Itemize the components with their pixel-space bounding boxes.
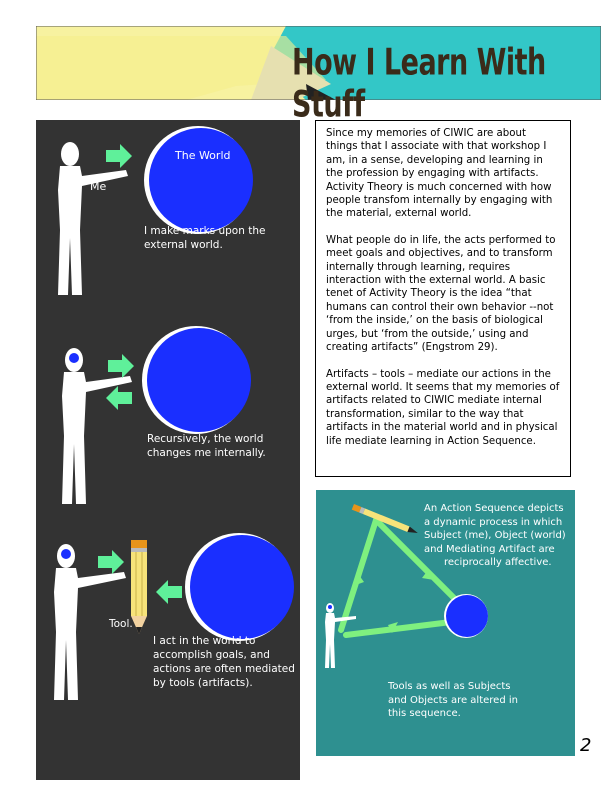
page-title: How I Learn With Stuff — [292, 42, 546, 126]
arrow-icon — [388, 622, 398, 633]
paragraph: What people do in life, the acts perform… — [326, 234, 556, 354]
caption-bottom: Tools as well as Subjects and Objects ar… — [388, 681, 518, 719]
page-number: 2 — [580, 735, 592, 756]
caption-3: I act in the world to accomplish goals, … — [153, 635, 295, 689]
internal-change-icon — [328, 605, 332, 609]
arrow-left-icon — [156, 580, 182, 604]
paragraph: Artifacts – tools – mediate our actions … — [326, 368, 560, 447]
caption-top: An Action Sequence depicts a dynamic pro… — [424, 503, 566, 568]
arrow-left-icon — [106, 386, 132, 410]
internal-change-icon — [69, 353, 79, 363]
body-text-box: Since my memories of CIWIC are about thi… — [315, 120, 571, 477]
tool-label: Tool. — [109, 618, 133, 630]
left-illustration-panel: The World Me I make marks upon the exter… — [36, 120, 300, 780]
internal-change-icon — [61, 549, 71, 559]
world-label: The World — [175, 149, 231, 162]
header-banner — [36, 26, 601, 100]
caption-2: Recursively, the world changes me intern… — [147, 433, 266, 459]
paragraph: Since my memories of CIWIC are about thi… — [326, 128, 553, 220]
me-label: Me — [90, 180, 107, 193]
pencil-tool-icon — [351, 504, 418, 534]
caption-1: I make marks upon the external world. — [144, 225, 266, 251]
arrow-right-icon — [98, 550, 124, 574]
triangle-arrows — [338, 517, 464, 638]
arrow-right-icon — [108, 354, 134, 378]
person-figure-1 — [58, 142, 128, 295]
action-sequence-panel: An Action Sequence depicts a dynamic pro… — [316, 490, 575, 756]
left-illustrations — [54, 126, 294, 700]
arrow-icon — [422, 570, 434, 580]
action-sequence-diagram — [325, 504, 488, 668]
pencil-tool-icon — [131, 540, 147, 634]
arrow-right-icon — [106, 144, 132, 168]
arrow-icon — [353, 575, 364, 586]
